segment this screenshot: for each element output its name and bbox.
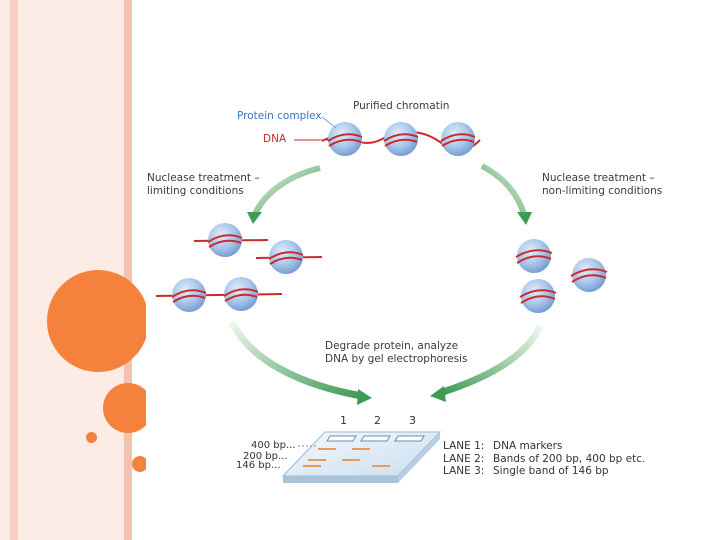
right-branch-label-line1: Nuclease treatment –	[542, 172, 655, 184]
right-mononucleosome-1	[515, 239, 553, 273]
decor-stripe-inner	[124, 0, 132, 540]
diagram-panel	[146, 0, 720, 540]
right-branch-label-line2: non-limiting conditions	[542, 185, 663, 197]
legend-lane3: LANE 3: Single band of 146 bp	[443, 465, 609, 477]
bottom-right-arrowhead	[430, 386, 446, 402]
decor-circle-small	[86, 432, 97, 443]
protein-complex-label: Protein complex	[237, 110, 322, 122]
legend-lane3-key: LANE 3:	[443, 465, 485, 477]
top-nucleosome-3	[440, 122, 476, 156]
bottom-left-arrow	[228, 320, 363, 400]
lane-number-2: 2	[374, 414, 381, 427]
legend-lane2-text: Bands of 200 bp, 400 bp etc.	[493, 453, 646, 465]
right-mononucleosome-2	[570, 258, 608, 292]
bottom-step-label-line1: Degrade protein, analyze	[325, 340, 459, 352]
purified-chromatin-label: Purified chromatin	[353, 100, 450, 112]
dna-label: DNA	[263, 133, 287, 145]
bottom-right-arrow	[438, 324, 544, 397]
lane-number-1: 1	[340, 414, 347, 427]
bp-146-label: 146 bp...	[236, 460, 281, 471]
legend-lane2-key: LANE 2:	[443, 453, 485, 465]
left-branch-arrowhead	[247, 212, 262, 224]
bottom-step-label-line2: DNA by gel electrophoresis	[325, 353, 468, 365]
gel-bands	[303, 448, 390, 467]
left-branch-label-line1: Nuclease treatment –	[147, 172, 260, 184]
decor-circle-tiny	[132, 456, 148, 472]
lane-number-3: 3	[409, 414, 416, 427]
protein-complex-pointer	[321, 116, 337, 129]
left-fragment-3	[155, 277, 283, 312]
gel-wells	[326, 435, 425, 442]
legend-lane1: LANE 1: DNA markers	[443, 440, 562, 452]
bp-200-label: 200 bp...	[243, 451, 288, 462]
top-nucleosome-1	[327, 122, 363, 156]
right-branch-arrowhead	[517, 212, 532, 225]
right-mononucleosome-3	[519, 279, 557, 313]
legend-lane1-text: DNA markers	[493, 440, 563, 452]
left-fragment-1	[193, 223, 269, 257]
bottom-left-arrowhead	[357, 389, 372, 405]
legend-lane3-text: Single band of 146 bp	[493, 465, 609, 477]
decor-circle-medium	[103, 383, 153, 433]
decor-stripe-mid	[10, 0, 18, 540]
left-branch-arrow	[252, 165, 321, 216]
legend-lane1-key: LANE 1:	[443, 440, 485, 452]
decor-circle-large	[47, 270, 149, 372]
left-fragment-2	[255, 240, 323, 274]
bp-400-label: 400 bp...	[251, 440, 296, 451]
right-branch-arrow	[480, 163, 527, 215]
left-branch-label-line2: limiting conditions	[147, 185, 244, 197]
gel-slab	[281, 431, 442, 483]
top-nucleosome-2	[383, 122, 419, 156]
decor-stripe-outer	[0, 0, 132, 540]
legend-lane2: LANE 2: Bands of 200 bp, 400 bp etc.	[443, 453, 645, 465]
